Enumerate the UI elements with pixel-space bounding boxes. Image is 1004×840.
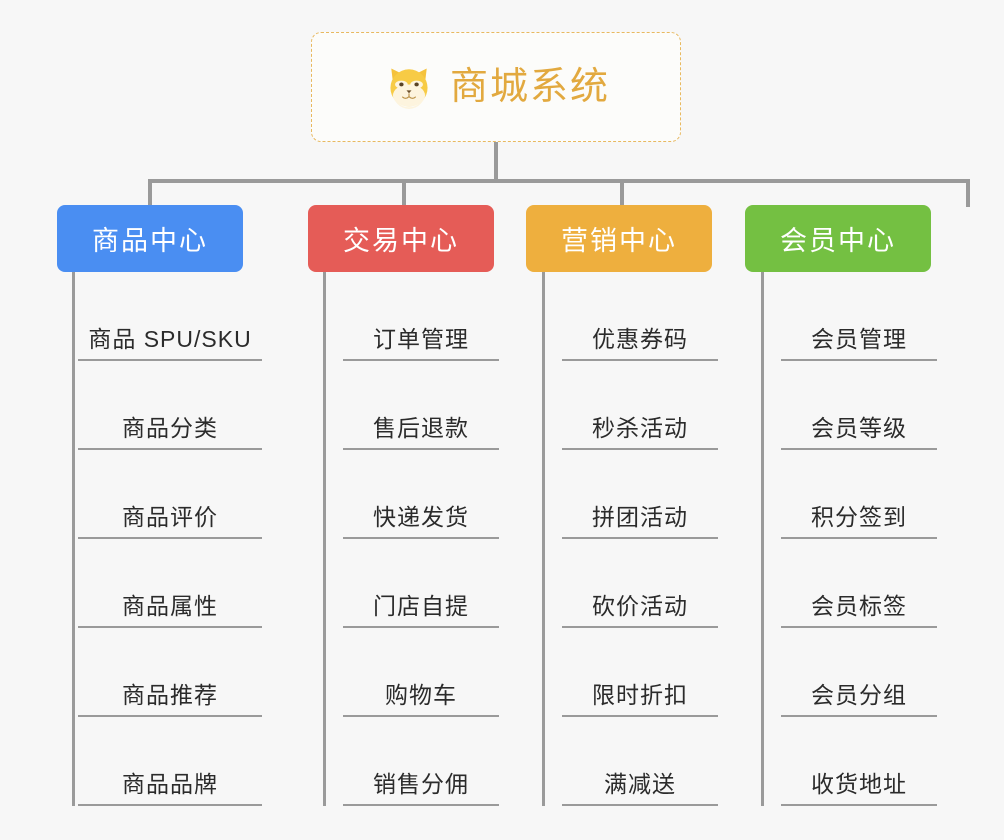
list-item[interactable]: 商品推荐 bbox=[72, 628, 262, 717]
list-item[interactable]: 商品属性 bbox=[72, 539, 262, 628]
list-item[interactable]: 限时折扣 bbox=[542, 628, 732, 717]
root-node[interactable]: 商城系统 bbox=[311, 32, 681, 142]
leaf-label: 商品品牌 bbox=[122, 771, 218, 798]
leaf-label: 商品推荐 bbox=[122, 682, 218, 709]
category-header-product-center[interactable]: 商品中心 bbox=[57, 205, 243, 272]
category-header-trade-center[interactable]: 交易中心 bbox=[308, 205, 494, 272]
category-title: 商品中心 bbox=[92, 226, 208, 256]
list-item[interactable]: 订单管理 bbox=[323, 272, 513, 361]
list-item[interactable]: 商品评价 bbox=[72, 450, 262, 539]
leaf-column-marketing-center: 优惠券码 秒杀活动 拼团活动 砍价活动 限时折扣 满减送 bbox=[542, 272, 732, 806]
list-item[interactable]: 会员等级 bbox=[761, 361, 951, 450]
leaf-column-member-center: 会员管理 会员等级 积分签到 会员标签 会员分组 收货地址 bbox=[761, 272, 951, 806]
list-item[interactable]: 销售分佣 bbox=[323, 717, 513, 806]
leaf-label: 满减送 bbox=[604, 771, 676, 798]
shiba-dog-icon bbox=[390, 68, 428, 109]
leaf-label: 秒杀活动 bbox=[592, 415, 688, 442]
leaf-label: 收货地址 bbox=[811, 771, 907, 798]
list-item[interactable]: 秒杀活动 bbox=[542, 361, 732, 450]
leaf-label: 购物车 bbox=[385, 682, 457, 709]
leaf-label: 限时折扣 bbox=[592, 682, 688, 709]
root-title: 商城系统 bbox=[449, 66, 610, 108]
list-item[interactable]: 商品分类 bbox=[72, 361, 262, 450]
list-item[interactable]: 门店自提 bbox=[323, 539, 513, 628]
connector-root-stem bbox=[494, 142, 498, 183]
leaf-label: 商品评价 bbox=[122, 504, 218, 531]
list-item[interactable]: 售后退款 bbox=[323, 361, 513, 450]
leaf-label: 订单管理 bbox=[373, 326, 469, 353]
list-item[interactable]: 购物车 bbox=[323, 628, 513, 717]
leaf-label: 销售分佣 bbox=[373, 771, 469, 798]
leaf-label: 门店自提 bbox=[373, 593, 469, 620]
list-item[interactable]: 会员标签 bbox=[761, 539, 951, 628]
leaf-column-trade-center: 订单管理 售后退款 快递发货 门店自提 购物车 销售分佣 bbox=[323, 272, 513, 806]
connector-horizontal-bus-right bbox=[494, 179, 970, 183]
leaf-column-product-center: 商品 SPU/SKU 商品分类 商品评价 商品属性 商品推荐 商品品牌 bbox=[72, 272, 262, 806]
leaf-label: 拼团活动 bbox=[592, 504, 688, 531]
leaf-label: 售后退款 bbox=[373, 415, 469, 442]
connector-drop-member-center bbox=[966, 179, 970, 207]
connector-horizontal-bus bbox=[148, 179, 694, 183]
leaf-label: 商品分类 bbox=[122, 415, 218, 442]
leaf-label: 快递发货 bbox=[373, 504, 469, 531]
connector-drop-marketing-center bbox=[620, 179, 624, 207]
leaf-label: 会员分组 bbox=[811, 682, 907, 709]
leaf-label: 砍价活动 bbox=[592, 593, 688, 620]
connector-drop-product-center bbox=[148, 179, 152, 207]
list-item[interactable]: 商品品牌 bbox=[72, 717, 262, 806]
leaf-label: 积分签到 bbox=[811, 504, 907, 531]
category-header-marketing-center[interactable]: 营销中心 bbox=[526, 205, 712, 272]
list-item[interactable]: 收货地址 bbox=[761, 717, 951, 806]
list-item[interactable]: 优惠券码 bbox=[542, 272, 732, 361]
list-item[interactable]: 会员管理 bbox=[761, 272, 951, 361]
leaf-label: 商品属性 bbox=[122, 593, 218, 620]
leaf-label: 会员等级 bbox=[811, 415, 907, 442]
leaf-label: 优惠券码 bbox=[592, 326, 688, 353]
category-header-member-center[interactable]: 会员中心 bbox=[745, 205, 931, 272]
list-item[interactable]: 砍价活动 bbox=[542, 539, 732, 628]
list-item[interactable]: 商品 SPU/SKU bbox=[72, 272, 262, 361]
category-title: 交易中心 bbox=[343, 226, 459, 256]
list-item[interactable]: 拼团活动 bbox=[542, 450, 732, 539]
category-title: 营销中心 bbox=[561, 226, 677, 256]
leaf-label: 会员管理 bbox=[811, 326, 907, 353]
leaf-label: 会员标签 bbox=[811, 593, 907, 620]
list-item[interactable]: 积分签到 bbox=[761, 450, 951, 539]
leaf-label: 商品 SPU/SKU bbox=[88, 326, 252, 353]
list-item[interactable]: 快递发货 bbox=[323, 450, 513, 539]
list-item[interactable]: 会员分组 bbox=[761, 628, 951, 717]
list-item[interactable]: 满减送 bbox=[542, 717, 732, 806]
category-title: 会员中心 bbox=[780, 226, 896, 256]
connector-drop-trade-center bbox=[402, 179, 406, 207]
